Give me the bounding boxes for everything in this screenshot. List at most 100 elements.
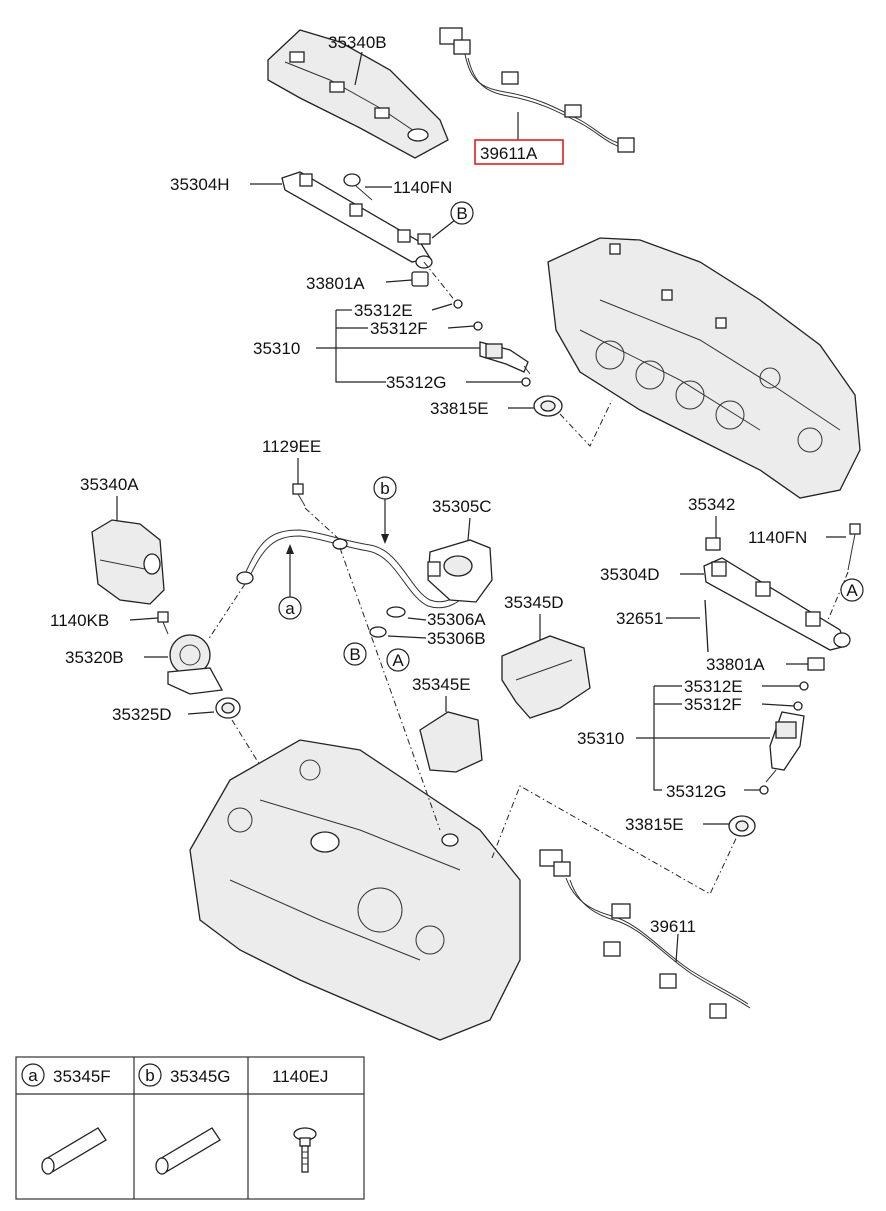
leader-B-top [431,219,456,239]
part-35312F-ring-right [793,701,803,711]
dash-pipe-to-pump [207,583,246,641]
callout-35304H: 35304H [170,175,230,194]
dash-1129EE [304,507,341,541]
callout-35312E-right: 35312E [684,677,743,696]
part-35310-injector-top [479,341,531,375]
callout-35310-top: 35310 [253,339,300,358]
dash-rail-to-injector-top [423,261,457,303]
bracket-35310-top [335,310,386,383]
part-1140KB-bolt [157,611,169,635]
callout-1140KB: 1140KB [50,611,109,630]
part-35312E-seal-right [799,681,809,691]
legend-part-35345G: 35345G [170,1067,231,1086]
part-35340A-cover [91,519,165,605]
legend-circle-a [21,1063,45,1087]
legend-letter-a: a [28,1066,38,1085]
arrowhead-b-mid [381,534,389,544]
callout-35306A: 35306A [427,610,486,629]
callout-35304D: 35304D [600,565,660,584]
circle-B-top-label: B [456,204,467,223]
part-1140FN-bolt-right [847,523,861,571]
part-35310-injector-right [765,711,805,783]
legend-part-35345F: 35345F [53,1067,111,1086]
leader-35312E-top [431,303,453,311]
callout-35312G-right: 35312G [666,782,727,801]
callout-35342: 35342 [688,495,735,514]
callout-35312G-top: 35312G [386,373,447,392]
callout-1129EE: 1129EE [262,437,321,456]
circle-A-mid-label: A [392,651,404,670]
circle-A-right [840,578,864,602]
part-cylinder-head-upper [547,237,861,499]
part-35304H-fuel-rail [281,171,433,269]
leader-1140KB [129,617,159,621]
part-35312G-ring-top [521,377,531,387]
arrowhead-a-mid [286,544,294,554]
legend-circle-b [138,1063,162,1087]
part-35312F-ring-top [473,321,483,331]
part-engine-block-lower [189,739,521,1041]
callout-39611: 39611 [650,917,696,936]
part-B-fitting-top [417,233,431,245]
callout-35312F-right: 35312F [684,695,742,714]
dash-1140FN-right [827,571,849,621]
callout-35340B: 35340B [328,33,387,52]
circle-A-right-label: A [846,581,858,600]
callout-35305C: 35305C [432,497,492,516]
part-35312E-seal-top [453,299,463,309]
callout-35345D: 35345D [504,593,564,612]
callout-33815E-top: 33815E [430,399,489,418]
dash-block-to-injector-right [491,785,741,895]
part-33801A-top [411,271,429,287]
part-33815E-right [728,815,756,837]
circle-B-mid-label: B [349,645,360,664]
callout-1140FN-right: 1140FN [748,528,807,547]
part-1129EE-bolt [292,483,306,507]
dash-injector-to-head [559,399,613,447]
part-35304D-fuel-rail [703,557,851,651]
legend-letter-b: b [145,1066,154,1085]
leader-35305C [467,517,471,541]
callout-39611A: 39611A [480,144,538,163]
part-35345D-cover [501,635,591,719]
callout-33801A-top: 33801A [306,274,365,293]
callout-35320B: 35320B [65,648,124,667]
legend-drawing-1140EJ-bolt [293,1127,317,1173]
circle-B-mid [343,642,367,666]
legend-part-1140EJ: 1140EJ [272,1067,328,1086]
part-35305C-assembly [427,539,493,603]
callout-33801A-right: 33801A [706,655,765,674]
bracket-35310-right [653,686,662,791]
circle-a-mid-label: a [285,599,295,618]
highlight-box-39611A [474,139,564,165]
part-35345E-bracket [419,711,483,773]
callout-35340A: 35340A [80,475,139,494]
circle-b-mid-label: b [380,479,389,498]
part-35342-fitting [705,537,721,551]
leader-35306B [387,635,427,639]
leader-35312F-right [761,703,795,707]
circle-B-top [450,201,474,225]
part-39611A-harness [439,27,635,153]
part-35325D-cap [215,697,241,719]
callout-33815E-right: 33815E [625,815,684,834]
leader-35340B [354,51,363,86]
part-33801A-right [807,657,825,671]
callout-35345E: 35345E [412,675,471,694]
part-33815E-top [533,395,563,417]
dash-pipe-to-block [339,547,441,831]
part-35306B-seal [369,626,387,638]
callout-35325D: 35325D [112,705,172,724]
callout-1140FN-top: 1140FN [393,178,452,197]
part-35312G-ring-right [759,785,769,795]
callout-35306B: 35306B [427,629,486,648]
callout-32651: 32651 [616,609,663,628]
part-35306A-seal [386,606,406,618]
leader-33801A-top [385,279,413,283]
legend-drawing-35345G-hose [155,1127,221,1175]
part-39611-harness [539,849,751,1019]
leader-39611 [675,933,679,963]
callout-35310-right: 35310 [577,729,624,748]
part-35340B-cover [267,29,449,159]
